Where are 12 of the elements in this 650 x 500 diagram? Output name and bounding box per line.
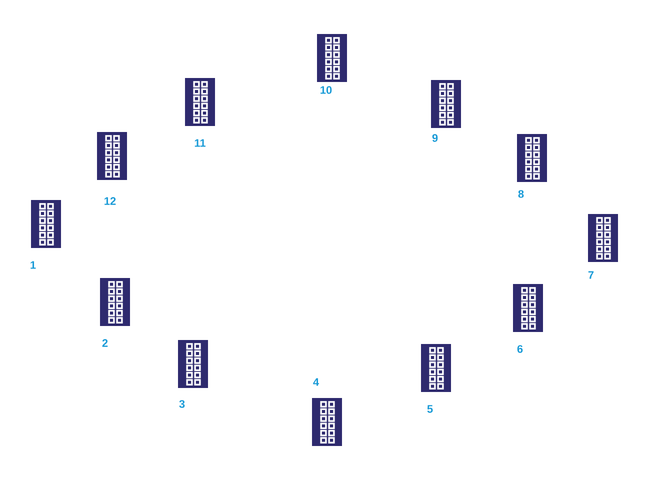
number-label: 8 (518, 190, 524, 198)
number-label: 12 (104, 197, 116, 205)
number-label: 7 (588, 271, 594, 279)
number-label: 2 (102, 339, 108, 347)
number-label: 11 (194, 139, 206, 147)
number-label: 10 (320, 86, 332, 94)
number-label: 4 (313, 378, 319, 386)
number-label: 6 (517, 345, 523, 353)
number-label: 3 (179, 400, 185, 408)
number-label: 1 (30, 261, 36, 269)
number-label: 5 (427, 405, 433, 413)
number-label: 9 (432, 134, 438, 142)
